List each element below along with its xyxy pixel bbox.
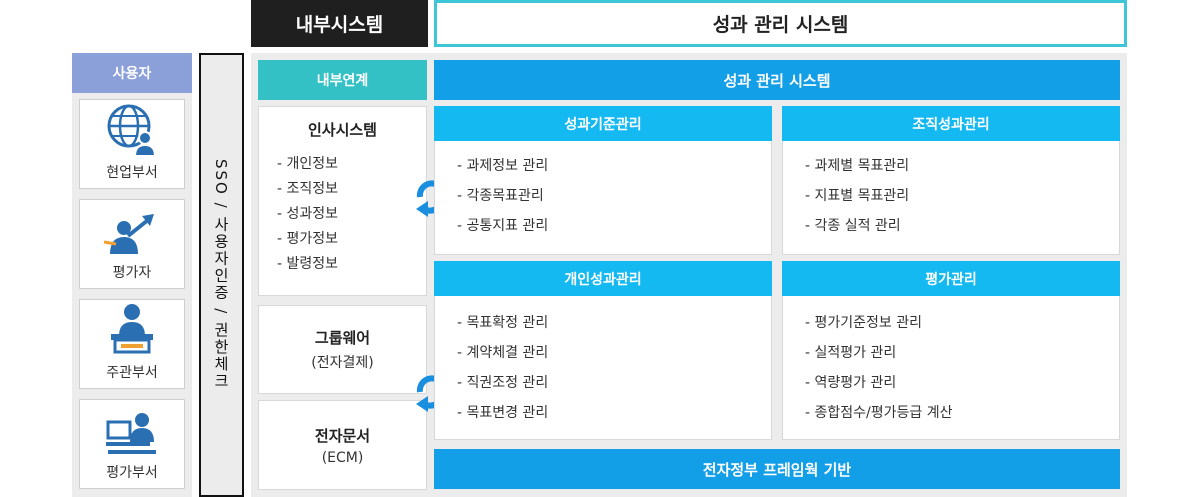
module-title-org: 조직성과관리	[782, 106, 1120, 141]
user-label: 평가부서	[106, 465, 158, 481]
hr-system-box: 인사시스템 - 개인정보 - 조직정보 - 성과정보 - 평가정보 - 발령정보	[258, 106, 427, 296]
list-item: - 각종목표관리	[457, 188, 544, 204]
user-label: 주관부서	[106, 365, 158, 381]
user-card-evaluator: 평가자	[79, 199, 185, 289]
module-items: - 목표확정 관리 - 계약체결 관리 - 직권조정 관리 - 목표변경 관리	[457, 308, 771, 428]
module-items: - 과제정보 관리 - 각종목표관리 - 공통지표 관리	[457, 151, 771, 241]
groupware-title: 그룹웨어	[314, 329, 371, 347]
module-body-personal: - 목표확정 관리 - 계약체결 관리 - 직권조정 관리 - 목표변경 관리	[434, 296, 772, 440]
list-item: - 목표확정 관리	[457, 315, 549, 331]
list-item: - 직권조정 관리	[457, 375, 549, 391]
user-card-eval-dept: 평가부서	[79, 399, 185, 489]
list-item: - 개인정보	[277, 156, 339, 172]
list-item: - 실적평가 관리	[805, 345, 897, 361]
module-title-evaluation: 평가관리	[782, 261, 1120, 296]
hr-system-items: - 개인정보 - 조직정보 - 성과정보 - 평가정보 - 발령정보	[259, 152, 426, 277]
internal-system-header: 내부시스템	[251, 0, 428, 47]
module-body-org: - 과제별 목표관리 - 지표별 목표관리 - 각종 실적 관리	[782, 141, 1120, 255]
edoc-box: 전자문서 (ECM)	[258, 400, 427, 490]
globe-user-icon	[107, 104, 157, 156]
list-item: - 역량평가 관리	[805, 375, 897, 391]
module-items: - 과제별 목표관리 - 지표별 목표관리 - 각종 실적 관리	[805, 151, 1119, 241]
list-item: - 성과정보	[277, 206, 339, 222]
performance-system-bar: 성과 관리 시스템	[434, 60, 1120, 100]
list-item: - 평가정보	[277, 231, 339, 247]
list-item: - 과제정보 관리	[457, 158, 549, 174]
list-item: - 종합점수/평가등급 계산	[805, 405, 953, 421]
list-item: - 각종 실적 관리	[805, 218, 901, 234]
module-items: - 평가기준정보 관리 - 실적평가 관리 - 역량평가 관리 - 종합점수/평…	[805, 308, 1119, 428]
egov-framework-bar: 전자정부 프레임웍 기반	[434, 449, 1120, 489]
list-item: - 지표별 목표관리	[805, 188, 910, 204]
computer-user-icon	[106, 413, 156, 454]
evaluator-icon	[103, 214, 154, 254]
groupware-subtitle: (전자결제)	[311, 355, 374, 371]
user-label: 현업부서	[106, 165, 158, 181]
groupware-box: 그룹웨어 (전자결제)	[258, 305, 427, 394]
list-item: - 과제별 목표관리	[805, 158, 910, 174]
list-item: - 계약체결 관리	[457, 345, 549, 361]
presenter-icon	[111, 304, 153, 354]
module-body-standard: - 과제정보 관리 - 각종목표관리 - 공통지표 관리	[434, 141, 772, 255]
performance-system-header: 성과 관리 시스템	[434, 0, 1127, 47]
list-item: - 목표변경 관리	[457, 405, 549, 421]
users-title: 사용자	[72, 53, 192, 93]
list-item: - 조직정보	[277, 181, 339, 197]
user-card-managing-dept: 주관부서	[79, 299, 185, 389]
sso-auth-bar: SSO / 사용자인증 / 권한체크	[199, 53, 244, 497]
sso-label: SSO / 사용자인증 / 권한체크	[212, 159, 230, 391]
edoc-subtitle: (ECM)	[321, 449, 364, 466]
hr-system-title: 인사시스템	[307, 121, 377, 139]
module-title-standard: 성과기준관리	[434, 106, 772, 141]
list-item: - 발령정보	[277, 256, 339, 272]
user-label: 평가자	[112, 265, 152, 281]
user-card-field-dept: 현업부서	[79, 99, 185, 189]
module-body-evaluation: - 평가기준정보 관리 - 실적평가 관리 - 역량평가 관리 - 종합점수/평…	[782, 296, 1120, 440]
edoc-title: 전자문서	[314, 426, 371, 445]
list-item: - 평가기준정보 관리	[805, 315, 922, 331]
list-item: - 공통지표 관리	[457, 218, 549, 234]
internal-linkage-title: 내부연계	[258, 60, 427, 100]
module-title-personal: 개인성과관리	[434, 261, 772, 296]
